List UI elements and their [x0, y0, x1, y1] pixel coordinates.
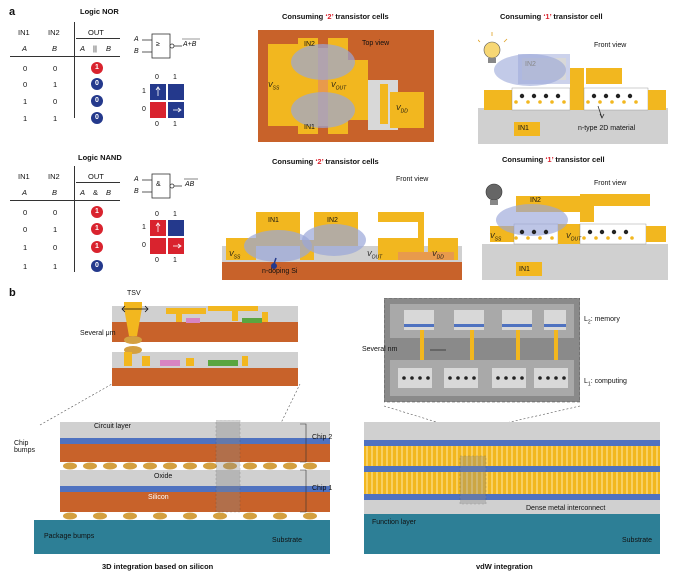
output-badge: 0 [91, 95, 103, 107]
output-badge: 1 [91, 223, 103, 235]
nor-truth-table: IN1 IN2 OUT A B A || B 0 0 1 0 1 0 1 0 0… [10, 22, 120, 124]
si3d-oxide: Oxide [154, 473, 173, 480]
nand-truth-table: IN1 IN2 OUT A B A & B 0 0 1 0 1 1 1 0 1 … [10, 166, 120, 272]
output-badge: 1 [91, 206, 103, 218]
si3d-package-bumps: Package bumps [44, 533, 95, 540]
output-badge: 1 [91, 62, 103, 74]
table-cell: 1 [23, 97, 28, 106]
front2d-nand-caption: Consuming ‘1’ transistor cell [502, 155, 605, 164]
table-cell: 0 [23, 225, 28, 234]
front2d-nand-view: Front view [594, 180, 627, 187]
vdw-dense-interconnect: Dense metal interconnect [526, 505, 606, 512]
vdw-zoom-lines [383, 405, 581, 429]
top-view-label: Top view [362, 40, 390, 47]
front2d-nor-in1: IN1 [518, 125, 529, 132]
nand-gate-out: AB [185, 181, 195, 188]
front2d-nor-view: Front view [594, 42, 627, 49]
top-view-in2: IN2 [304, 41, 315, 48]
table-cell: 1 [53, 262, 58, 271]
front-si-diagram [222, 212, 462, 280]
front-si-vout: VOUT [367, 251, 383, 261]
nor-gate-out: A+B [183, 41, 197, 48]
table-cell: 0 [23, 208, 28, 217]
table-cell: 1 [53, 80, 58, 89]
si3d-chip2: Chip 2 [312, 434, 333, 441]
si3d-zoom-lines [39, 383, 301, 426]
top-view-in1: IN1 [304, 124, 315, 131]
si3d-circuit-layer: Circuit layer [94, 423, 131, 430]
table-cell: 1 [23, 114, 28, 123]
nor-head-out: OUT [88, 28, 104, 37]
vdw-function-layer: Function layer [372, 519, 416, 526]
si3d-caption: 3D integration based on silicon [102, 562, 214, 571]
vdw-l1-label: L1: computing [584, 378, 627, 388]
vdw-zoom-diagram [384, 298, 580, 403]
nor-title: Logic NOR [80, 7, 119, 16]
output-badge: 0 [91, 78, 103, 90]
front2d-nand-diagram [482, 183, 668, 280]
output-badge: 1 [91, 241, 103, 253]
vdw-stack-diagram [364, 422, 660, 554]
front-si-caption: Consuming ‘2’ transistor cells [272, 157, 379, 166]
table-cell: 0 [53, 243, 58, 252]
nor-head-in1: IN1 [18, 28, 30, 37]
vdw-caption: vdW integration [476, 562, 533, 571]
table-cell: 0 [23, 64, 28, 73]
nand-title: Logic NAND [78, 153, 122, 162]
table-cell: 1 [23, 262, 28, 271]
front-si-doping: n-doping Si [262, 268, 298, 275]
nor-gate-diagram [142, 33, 200, 118]
si3d-tsv-label: TSV [127, 290, 141, 297]
si3d-chip1: Chip 1 [312, 485, 333, 492]
front2d-nand-in2: IN2 [530, 197, 541, 204]
table-cell: 0 [53, 64, 58, 73]
front2d-nand-in1: IN1 [519, 266, 530, 273]
top-view-diagram [258, 30, 434, 142]
front2d-nor-material: n-type 2D material [578, 125, 636, 132]
si3d-substrate: Substrate [272, 537, 302, 544]
front2d-nor-diagram [478, 32, 668, 144]
front2d-nor-in2: IN2 [525, 61, 536, 68]
top-view-vdd: VDD [396, 105, 408, 115]
front-si-in1: IN1 [268, 217, 279, 224]
table-cell: 1 [23, 243, 28, 252]
panel-label-a: a [9, 6, 16, 18]
vdw-substrate: Substrate [622, 537, 652, 544]
panel-label-b: b [9, 287, 16, 299]
nand-gate-diagram [142, 173, 198, 254]
front2d-nand-vss: VSS [490, 233, 502, 243]
double-arrow-icon [121, 305, 149, 313]
si3d-several-um: Several μm [80, 330, 116, 337]
vdw-l2-label: L2: memory [584, 316, 620, 326]
table-cell: 0 [53, 208, 58, 217]
nor-gate-symbol: ≥ [156, 41, 160, 48]
si3d-silicon: Silicon [148, 494, 169, 501]
front-si-vdd: VDD [432, 251, 444, 261]
front-si-in2: IN2 [327, 217, 338, 224]
nand-gate-symbol: & [156, 181, 161, 188]
output-badge: 0 [91, 112, 103, 124]
nor-gate-in-b: B [134, 48, 139, 55]
table-cell: 0 [23, 80, 28, 89]
si3d-stack-diagram [34, 420, 330, 554]
top-view-caption: Consuming ‘2’ transistor cells [282, 12, 389, 21]
table-cell: 1 [53, 114, 58, 123]
front-si-vss: VSS [229, 251, 241, 261]
nor-gate-in-a: A [134, 36, 139, 43]
table-cell: 1 [53, 225, 58, 234]
si3d-zoom-diagram [112, 302, 298, 386]
front2d-nor-caption: Consuming ‘1’ transistor cell [500, 12, 603, 21]
top-view-vss: VSS [268, 82, 280, 92]
top-view-vout: VOUT [331, 82, 347, 92]
front2d-nand-vout: VOUT [566, 233, 582, 243]
vdw-several-nm: Several nm [362, 346, 398, 353]
table-cell: 0 [53, 97, 58, 106]
front-si-view: Front view [396, 176, 429, 183]
nor-head-in2: IN2 [48, 28, 60, 37]
output-badge: 0 [91, 260, 103, 272]
